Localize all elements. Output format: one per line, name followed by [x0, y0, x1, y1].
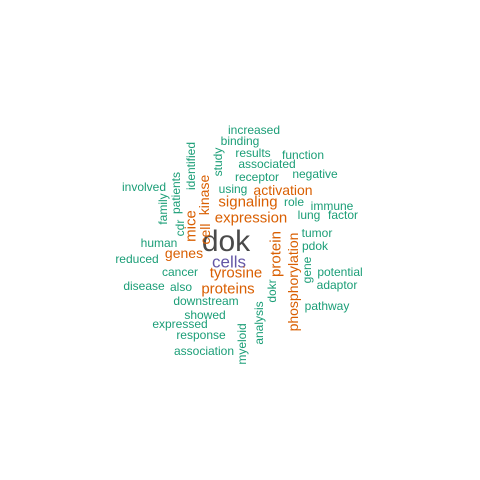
- word-lung: lung: [297, 208, 321, 222]
- word-cdr: cdr: [173, 219, 187, 237]
- word-factor: factor: [327, 208, 359, 222]
- word-tyrosine: tyrosine: [209, 264, 263, 282]
- word-function: function: [281, 148, 325, 162]
- word-binding: binding: [220, 134, 260, 148]
- word-reduced: reduced: [115, 252, 159, 266]
- word-negative: negative: [292, 167, 338, 181]
- word-dokr: dokr: [265, 279, 279, 303]
- word-pdok: pdok: [301, 239, 329, 253]
- word-response: response: [176, 328, 226, 342]
- word-association: association: [173, 344, 235, 358]
- word-also: also: [169, 280, 193, 294]
- word-cells: cells: [211, 252, 247, 272]
- word-receptor: receptor: [234, 170, 280, 184]
- word-cell: cell: [197, 223, 213, 245]
- word-immune: immune: [310, 199, 354, 213]
- word-kinase: kinase: [196, 174, 212, 216]
- word-associated: associated: [238, 157, 296, 171]
- word-signaling: signaling: [218, 193, 278, 211]
- word-human: human: [140, 236, 178, 250]
- word-cancer: cancer: [161, 265, 199, 279]
- word-identified: identified: [184, 141, 198, 191]
- word-involved: involved: [121, 180, 167, 194]
- word-potential: potential: [317, 265, 363, 279]
- word-pathway: pathway: [304, 299, 350, 313]
- word-disease: disease: [123, 279, 165, 293]
- word-myeloid: myeloid: [235, 323, 249, 365]
- word-gene: gene: [300, 256, 314, 284]
- word-patients: patients: [169, 171, 183, 215]
- word-results: results: [235, 146, 271, 160]
- word-tumor: tumor: [301, 226, 333, 240]
- word-adaptor: adaptor: [316, 278, 358, 292]
- word-protein: protein: [267, 231, 285, 277]
- word-role: role: [283, 195, 305, 209]
- word-phosphorylation: phosphorylation: [285, 232, 301, 332]
- word-family: family: [156, 193, 170, 225]
- word-activation: activation: [253, 182, 313, 198]
- word-downstream: downstream: [173, 294, 239, 308]
- word-using: using: [218, 182, 248, 196]
- word-expressed: expressed: [152, 317, 208, 331]
- word-study: study: [211, 147, 225, 177]
- word-dok: dok: [201, 225, 251, 258]
- word-proteins: proteins: [201, 280, 255, 298]
- word-genes: genes: [164, 245, 204, 261]
- word-showed: showed: [184, 308, 226, 322]
- word-expression: expression: [214, 209, 288, 227]
- word-analysis: analysis: [252, 301, 266, 345]
- word-increased: increased: [227, 123, 281, 137]
